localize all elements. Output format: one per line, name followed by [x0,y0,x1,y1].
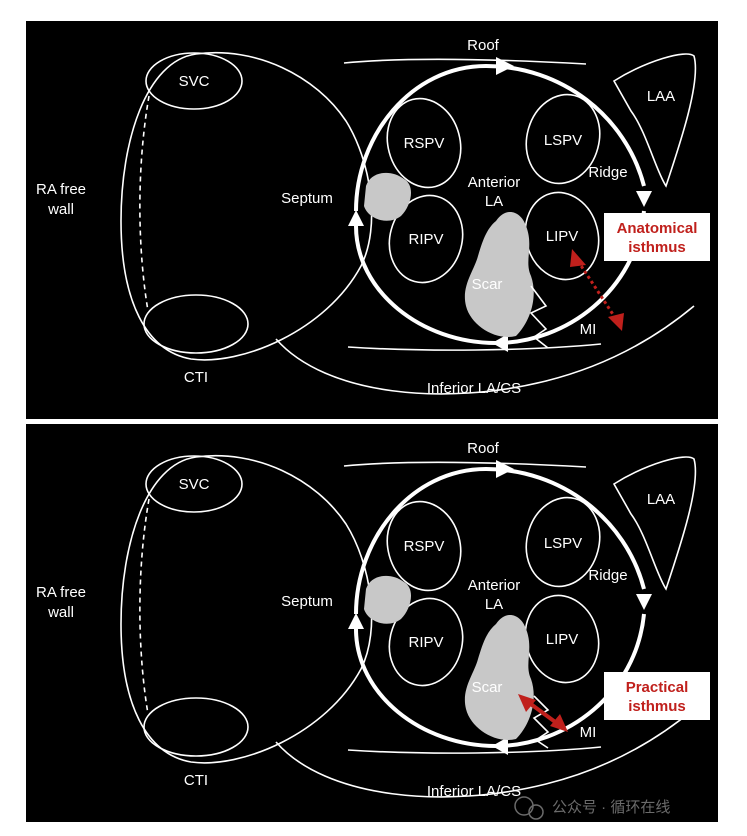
callout-label-2: isthmus [628,698,686,715]
laa-label: LAA [647,88,675,105]
ripv-label: RIPV [408,634,443,651]
anterior-la-label-1: Anterior [468,174,521,191]
inferior-la-cs-label: Inferior LA/CS [427,380,521,397]
isthmus-arrow-head-b [608,313,624,331]
lspv-label: LSPV [544,132,582,149]
mi-label: MI [580,321,597,338]
callout-label-1: Practical [626,679,689,696]
watermark: 公众号 · 循环在线 [514,796,670,820]
callout-label-1: Anatomical [617,220,698,237]
roof-label: Roof [467,37,500,54]
zigzag-line [532,695,550,749]
ra-free-wall-label-1: RA free [36,181,86,198]
anterior-la-label-1: Anterior [468,577,521,594]
panel-top: SVC CTI RA free wall Septum Roof LAA RSP… [24,19,720,421]
isthmus-arrow-head-a [570,249,586,267]
cti-label: CTI [184,772,208,789]
callout-label-2: isthmus [628,239,686,256]
scar-label: Scar [472,679,503,696]
isthmus-arrow-head-a [518,694,536,712]
panel-bottom: SVC CTI RA free wall Septum Roof LAA RSP… [24,422,720,824]
ra-free-wall-label-2: wall [47,604,74,621]
ra-free-wall-label-2: wall [47,201,74,218]
svc-label: SVC [179,476,210,493]
scar-label: Scar [472,276,503,293]
septum-label: Septum [281,190,333,207]
inferior-la-cs-label: Inferior LA/CS [427,783,521,800]
ridge-label: Ridge [588,567,627,584]
anterior-la-label-2: LA [485,193,503,210]
watermark-text: 公众号 · 循环在线 [552,799,670,816]
lipv-label: LIPV [546,228,579,245]
anterior-la-label-2: LA [485,596,503,613]
ridge-label: Ridge [588,164,627,181]
zigzag-line [529,285,549,349]
lipv-label: LIPV [546,631,579,648]
mi-label: MI [580,724,597,741]
cti-label: CTI [184,369,208,386]
roof-label: Roof [467,440,500,457]
callout-box [604,672,710,720]
isthmus-arrow-line [526,700,560,726]
lspv-label: LSPV [544,535,582,552]
svc-label: SVC [179,73,210,90]
rspv-label: RSPV [404,135,445,152]
septum-label: Septum [281,593,333,610]
ra-free-wall-label-1: RA free [36,584,86,601]
rspv-label: RSPV [404,538,445,555]
isthmus-arrow-head-b [550,714,568,732]
ripv-label: RIPV [408,231,443,248]
laa-label: LAA [647,491,675,508]
callout-box [604,213,710,261]
wechat-icon-secondary [528,804,544,820]
